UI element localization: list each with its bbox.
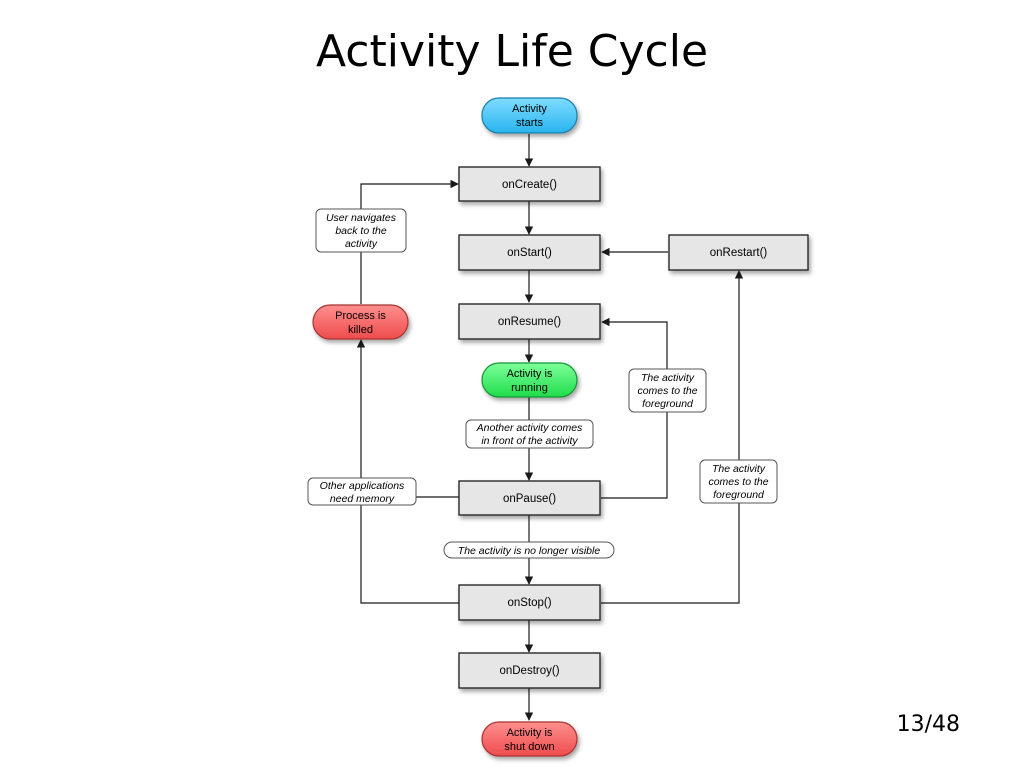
- oncreate-box: onCreate(): [458, 166, 601, 202]
- note-comes-to-foreground-2: The activity comes to the foreground: [699, 459, 778, 504]
- oncreate-label: onCreate(): [502, 179, 557, 191]
- onrestart-box: onRestart(): [668, 234, 809, 271]
- process-killed-pill: Process is killed: [312, 304, 409, 340]
- note-no-longer-visible: The activity is no longer visible: [443, 541, 615, 559]
- onstop-label: onStop(): [507, 597, 551, 609]
- note-foreground-1-line3: foreground: [642, 398, 694, 410]
- activity-running-line1: Activity is: [507, 368, 553, 380]
- onpause-box: onPause(): [458, 480, 601, 516]
- edge-onstop-to-onrestart: [601, 270, 744, 604]
- activity-running-pill: Activity is running: [481, 362, 578, 398]
- note-another-activity-front: Another activity comes in front of the a…: [465, 419, 594, 449]
- activity-shut-down-line1: Activity is: [507, 727, 553, 739]
- note-user-navigates-back: User navigates back to the activity: [315, 208, 407, 253]
- edge-killed-to-oncreate: [360, 179, 459, 304]
- activity-starts-pill: Activity starts: [481, 97, 578, 134]
- note-foreground-2-line3: foreground: [713, 489, 765, 501]
- onresume-label: onResume(): [498, 316, 561, 328]
- note-another-activity-line2: in front of the activity: [481, 435, 578, 447]
- note-user-navigates-back-line2: back to the: [335, 225, 387, 237]
- note-comes-to-foreground-1: The activity comes to the foreground: [628, 368, 707, 413]
- note-other-apps-line2: need memory: [330, 493, 395, 505]
- note-foreground-2-line1: The activity: [712, 463, 766, 475]
- note-user-navigates-back-line1: User navigates: [326, 212, 397, 224]
- note-user-navigates-back-line3: activity: [345, 238, 378, 250]
- note-foreground-2-line2: comes to the: [708, 476, 768, 488]
- onpause-label: onPause(): [503, 493, 556, 505]
- onstop-box: onStop(): [458, 584, 601, 621]
- note-other-apps-memory: Other applications need memory: [307, 477, 417, 506]
- onstart-box: onStart(): [458, 234, 601, 271]
- note-other-apps-line1: Other applications: [320, 480, 405, 492]
- edge-onstop-to-killed: [356, 339, 459, 604]
- note-another-activity-line1: Another activity comes: [476, 422, 583, 434]
- activity-shut-down-pill: Activity is shut down: [481, 721, 578, 757]
- activity-running-line2: running: [511, 382, 548, 394]
- activity-shut-down-line2: shut down: [504, 741, 554, 753]
- activity-starts-line2: starts: [516, 117, 543, 129]
- ondestroy-label: onDestroy(): [499, 665, 559, 677]
- onresume-box: onResume(): [458, 303, 601, 340]
- ondestroy-box: onDestroy(): [458, 652, 601, 689]
- process-killed-line1: Process is: [335, 310, 386, 322]
- page-number: 13/48: [896, 712, 960, 737]
- note-foreground-1-line2: comes to the: [637, 385, 697, 397]
- process-killed-line2: killed: [348, 324, 373, 336]
- activity-starts-line1: Activity: [512, 103, 547, 115]
- note-foreground-1-line1: The activity: [641, 372, 695, 384]
- note-no-longer-visible-text: The activity is no longer visible: [458, 545, 601, 557]
- onrestart-label: onRestart(): [710, 247, 768, 259]
- slide-title: Activity Life Cycle: [315, 26, 709, 77]
- onstart-label: onStart(): [507, 247, 552, 259]
